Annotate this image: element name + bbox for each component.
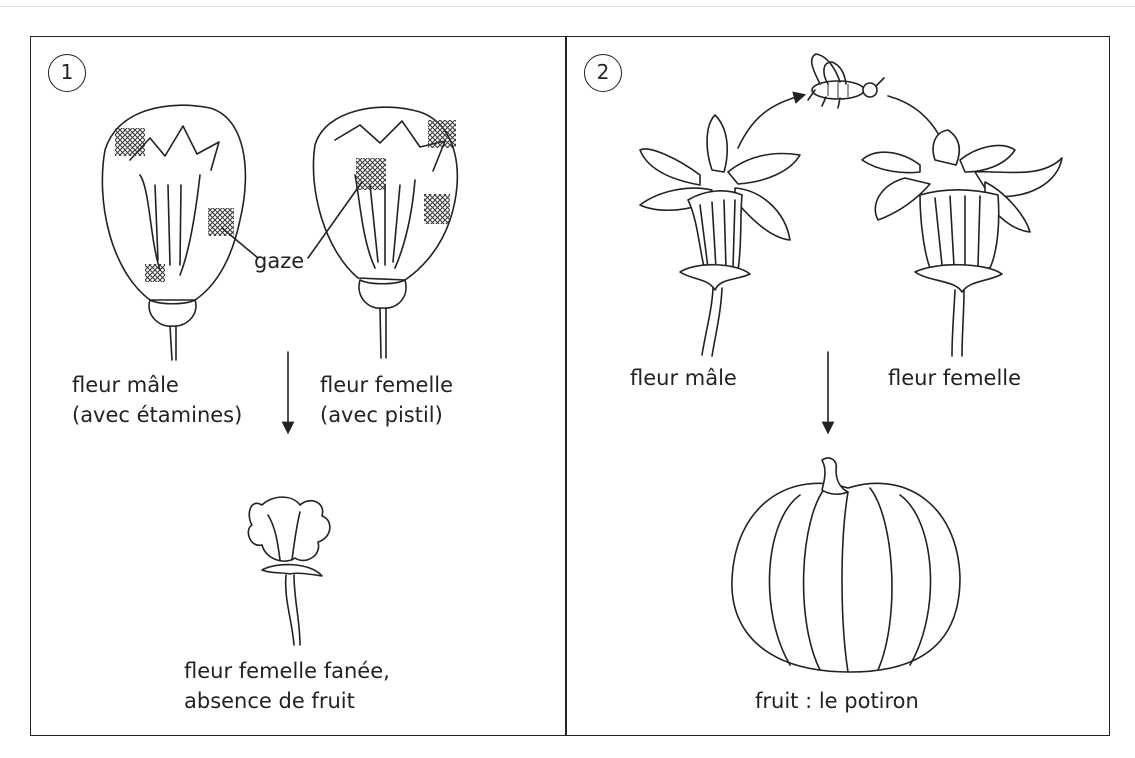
panel2-result-label: fruit : le potiron <box>755 688 919 715</box>
pollen-transfer-arrow-up <box>738 96 800 148</box>
withered-flower-drawing <box>248 497 330 645</box>
panel1-male-flower-label: fleur mâle <box>72 372 179 399</box>
open-female-flower-drawing <box>862 130 1062 356</box>
panel2-male-flower-label: fleur mâle <box>630 365 737 392</box>
pumpkin-drawing <box>732 458 960 672</box>
panel2-number-badge: 2 <box>584 54 622 92</box>
panel1-number-badge: 1 <box>48 54 86 92</box>
bagged-female-flower-drawing <box>313 107 457 358</box>
open-male-flower-drawing <box>640 115 800 356</box>
panel1-female-flower-detail: (avec pistil) <box>320 402 443 429</box>
gauze-label: gaze <box>254 248 304 275</box>
bagged-male-flower-drawing <box>102 105 245 360</box>
panel1-result-line2: absence de fruit <box>184 688 355 715</box>
pollinator-insect-drawing <box>808 54 884 108</box>
panel1-male-flower-detail: (avec étamines) <box>72 402 242 429</box>
panel1-female-flower-label: fleur femelle <box>320 372 453 399</box>
panel2-female-flower-label: fleur femelle <box>888 365 1021 392</box>
panel1-result-line1: fleur femelle fanée, <box>184 658 390 685</box>
